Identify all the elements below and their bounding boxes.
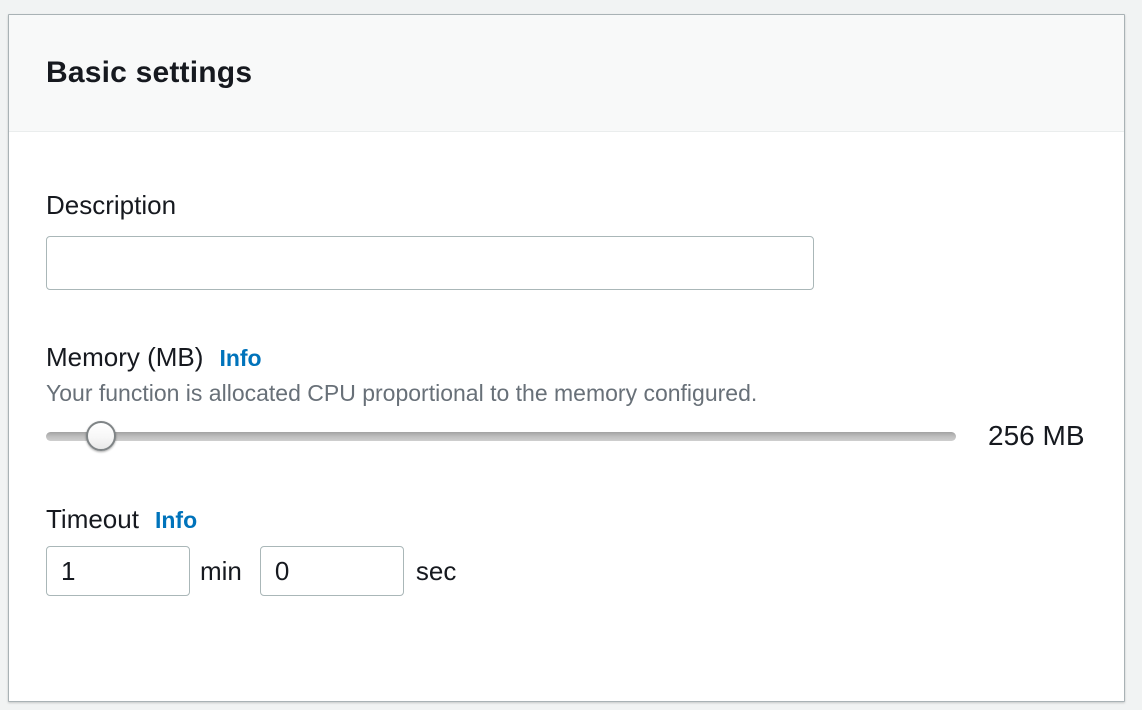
timeout-label-row: Timeout Info [46,504,1087,534]
memory-value-label: 256 MB [988,420,1085,451]
timeout-minutes-input[interactable] [46,546,190,596]
panel-body: Description Memory (MB) Info Your functi… [9,190,1124,596]
panel-header: Basic settings [9,15,1124,132]
timeout-minutes-unit-label: min [200,555,242,586]
memory-slider-thumb[interactable] [85,421,116,451]
memory-label-row: Memory (MB) Info [46,342,1087,372]
memory-helper-text: Your function is allocated CPU proportio… [46,380,758,406]
timeout-seconds-input[interactable] [259,546,404,596]
memory-label: Memory (MB) [46,342,204,372]
timeout-info-link[interactable]: Info [154,507,198,533]
timeout-inputs-row: min sec [46,546,1087,596]
description-label: Description [46,190,177,220]
memory-info-link[interactable]: Info [219,345,262,371]
description-input[interactable] [46,236,814,290]
description-field-group: Description [46,190,1087,290]
memory-slider-row: 256 MB [46,420,1087,452]
timeout-field-group: Timeout Info min sec [46,504,1087,596]
memory-slider[interactable] [46,420,956,452]
memory-slider-track [46,431,956,441]
memory-field-group: Memory (MB) Info Your function is alloca… [46,342,1087,452]
timeout-seconds-unit-label: sec [415,555,457,586]
timeout-label: Timeout [46,504,139,534]
basic-settings-panel: Basic settings Description Memory (MB) I… [8,14,1125,702]
panel-title: Basic settings [46,56,253,89]
